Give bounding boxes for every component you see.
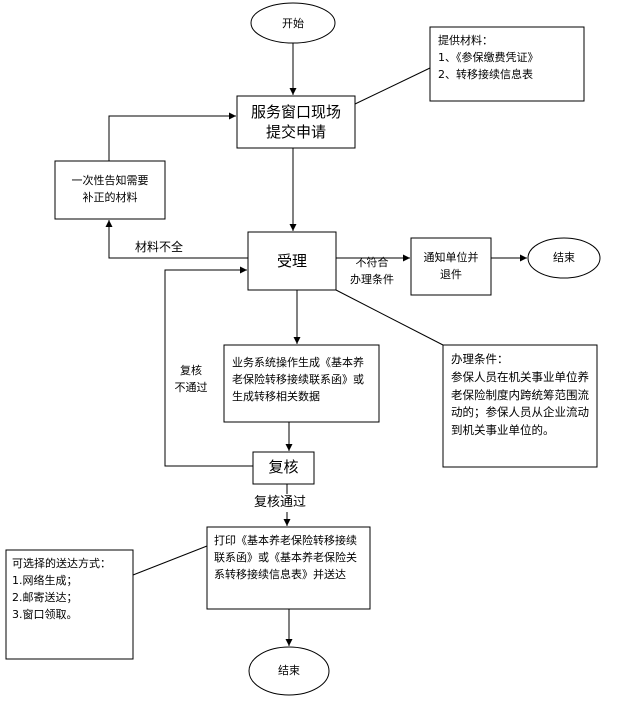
edge-supplement-submit (108, 112, 236, 161)
end-bottom-oval (248, 646, 330, 696)
materials-box (429, 26, 585, 102)
edge-materials-callout (354, 67, 431, 105)
edge-label-not-qualified: 不符合 办理条件 (350, 256, 394, 287)
operate-label: 业务系统操作生成《基本养老保险转移接续联系函》或生成转移相关数据 (232, 356, 364, 404)
materials-title: 提供材料： (438, 34, 493, 47)
accept-box (247, 231, 337, 291)
edge-delivery-callout (132, 545, 208, 576)
review-box (252, 451, 315, 485)
end-bottom-label: 结束 (278, 664, 300, 677)
materials-item-1: 1、《参保缴费凭证》 (438, 51, 539, 64)
start-label: 开始 (282, 17, 304, 30)
conditions-box (442, 344, 598, 468)
delivery-box (5, 549, 134, 660)
edge-conditions-callout (335, 289, 444, 346)
edge-label-review-fail: 复核 不通过 (174, 364, 208, 395)
conditions-label: 办理条件： 参保人员在机关事业单位养老保险制度内跨统筹范围流动的；参保人员从企业… (451, 352, 589, 438)
submit-label: 服务窗口现场 提交申请 (250, 103, 341, 142)
end-right-oval (527, 237, 601, 279)
operate-box (223, 344, 380, 423)
notify-refund-box (410, 237, 492, 296)
review-label: 复核 (268, 458, 299, 476)
notify-refund-label: 通知单位并 退件 (423, 251, 479, 282)
edge-label-incomplete: 材料不全 (135, 240, 184, 254)
edge-accept-supplement (105, 220, 248, 259)
edge-label-review-pass: 复核通过 (254, 494, 354, 512)
accept-label: 受理 (276, 252, 307, 270)
supplement-label: 一次性告知需要 补正的材料 (71, 174, 149, 205)
materials-item-2: 2、转移接续信息表 (438, 68, 533, 81)
supplement-box (54, 160, 166, 220)
submit-box (236, 95, 356, 149)
end-right-label: 结束 (553, 251, 575, 264)
print-label: 打印《基本养老保险转移接续联系函》或《基本养老保险关系转移接续信息表》并送达 (214, 534, 357, 582)
edge-review-fail (164, 266, 253, 467)
delivery-label: 可选择的送达方式： 1.网络生成； 2.邮寄送达； 3.窗口领取。 (12, 557, 111, 622)
